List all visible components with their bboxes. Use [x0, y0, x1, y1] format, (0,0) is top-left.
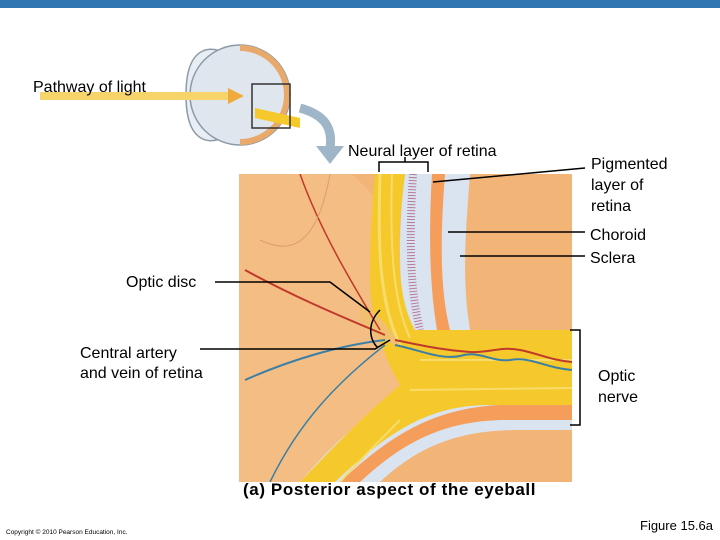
inset-box: [251, 83, 291, 129]
optic-disc-leader: [215, 281, 371, 313]
retina-cross-section: [239, 174, 572, 482]
light-arrow: [40, 88, 244, 104]
figure-number: Figure 15.6a: [640, 518, 713, 533]
label-neural-layer: Neural layer of retina: [348, 143, 497, 160]
label-optic-nerve-line-2: nerve: [598, 389, 639, 406]
label-optic-nerve-line-1: Optic: [598, 368, 636, 385]
zoom-arrow: [298, 103, 344, 164]
label-sclera: Sclera: [590, 250, 636, 267]
label-choroid: Choroid: [590, 227, 647, 244]
label-pigmented-line-3: retina: [591, 198, 632, 215]
pigmented-leader: [432, 167, 586, 183]
label-pigmented-line-1: Pigmented: [591, 156, 668, 173]
central-artery-leader: [200, 339, 391, 350]
label-pathway-of-light: Pathway of light: [33, 79, 146, 96]
label-pigmented-line-2: layer of: [591, 177, 644, 194]
leader-lines: [200, 157, 586, 426]
figure-caption: (a) Posterior aspect of the eyeball: [243, 480, 537, 499]
label-optic-disc: Optic disc: [126, 274, 197, 291]
copyright-notice: Copyright © 2010 Pearson Education, Inc.: [6, 529, 128, 536]
neural-bracket: [378, 161, 429, 172]
optic-disc-bracket: [370, 309, 381, 349]
label-central-artery-line-1: Central artery: [80, 345, 177, 362]
optic-nerve-bracket: [570, 329, 581, 426]
label-central-artery-line-2: and vein of retina: [80, 365, 203, 382]
top-accent-bar: [0, 0, 720, 8]
